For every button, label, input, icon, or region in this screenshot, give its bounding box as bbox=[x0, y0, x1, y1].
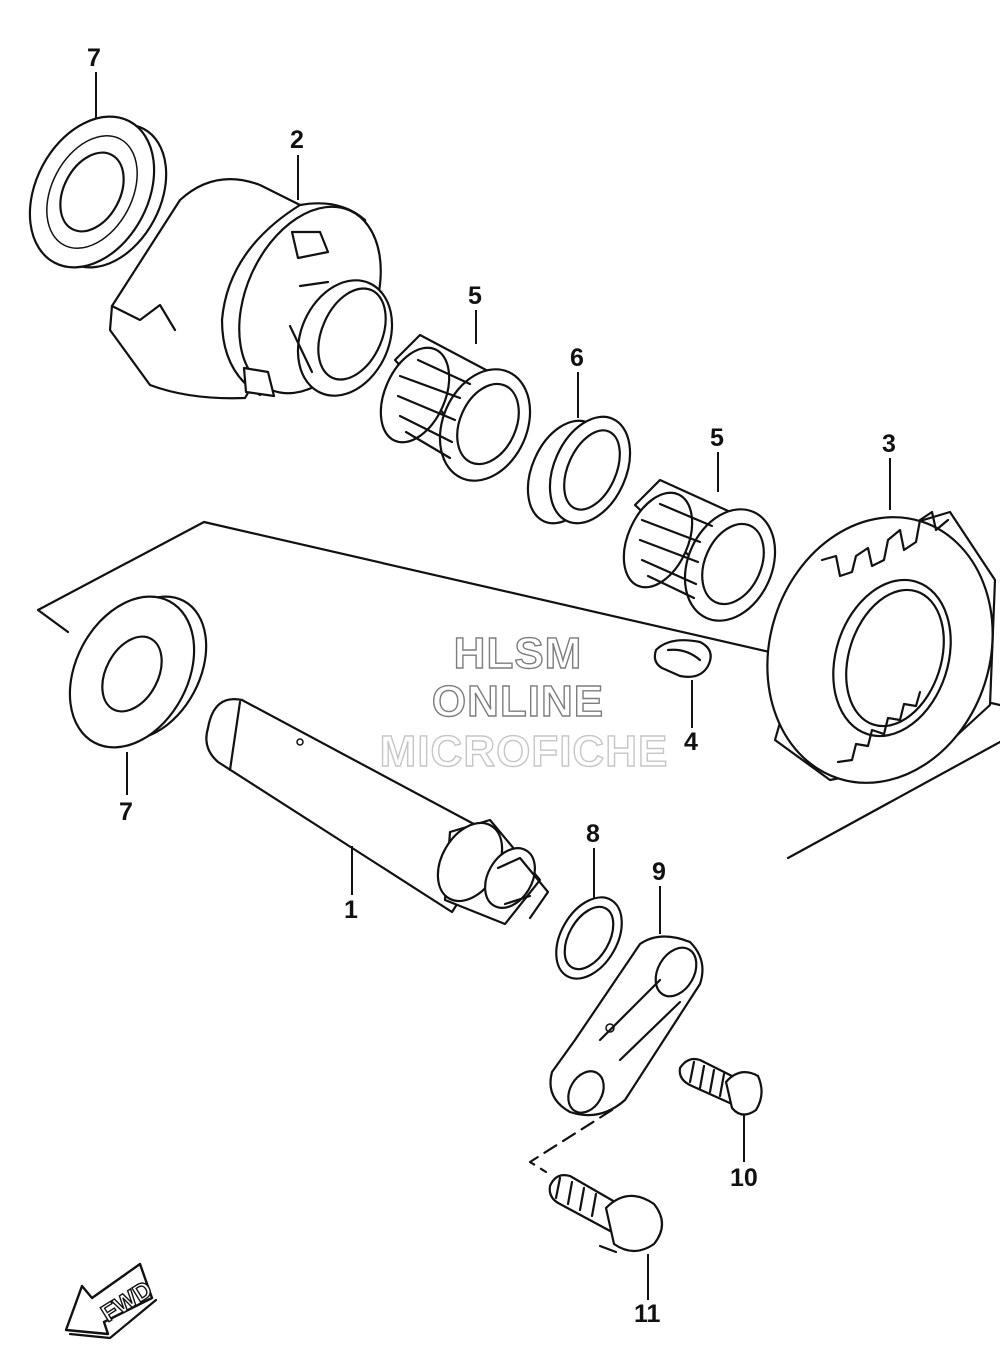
callout-7-lower: 7 bbox=[119, 798, 133, 826]
watermark-line-1: HLSM bbox=[454, 629, 583, 678]
callout-1: 1 bbox=[344, 896, 358, 924]
fwd-direction-badge: FWD bbox=[64, 1262, 158, 1340]
callout-8: 8 bbox=[586, 820, 600, 848]
watermark: HLSM ONLINE MICROFICHE bbox=[379, 628, 669, 776]
callout-7-top: 7 bbox=[87, 44, 101, 72]
callout-11: 11 bbox=[634, 1300, 661, 1328]
watermark-line-3: MICROFICHE bbox=[380, 727, 669, 776]
part-4-stopper[interactable] bbox=[653, 639, 712, 678]
callout-2: 2 bbox=[290, 126, 304, 154]
callout-6: 6 bbox=[570, 344, 584, 372]
part-2-kick-guide[interactable] bbox=[108, 178, 410, 415]
callout-4: 4 bbox=[684, 728, 698, 756]
part-9-kick-lever[interactable] bbox=[549, 935, 704, 1119]
part-5-needle-bearing-upper[interactable] bbox=[367, 333, 547, 495]
part-8-washer[interactable] bbox=[543, 886, 635, 990]
part-6-spacer-ring[interactable] bbox=[513, 404, 646, 536]
part-7-oil-seal-top[interactable] bbox=[5, 95, 190, 289]
part-11-flange-bolt[interactable] bbox=[548, 1174, 664, 1254]
callout-5-lower: 5 bbox=[710, 424, 724, 452]
callout-9: 9 bbox=[652, 858, 666, 886]
part-1-kick-shaft[interactable] bbox=[205, 698, 550, 926]
part-5-needle-bearing-lower[interactable] bbox=[610, 478, 792, 635]
fwd-arrow-icon bbox=[64, 1262, 154, 1336]
callout-3: 3 bbox=[882, 430, 896, 458]
callout-10: 10 bbox=[730, 1164, 758, 1192]
callout-leaders bbox=[95, 72, 891, 1300]
part-3-kick-gear[interactable] bbox=[734, 488, 1000, 813]
part-7-oil-seal-lower[interactable] bbox=[45, 575, 230, 769]
dashed-guide bbox=[528, 1108, 614, 1174]
watermark-line-2: ONLINE bbox=[432, 677, 604, 726]
part-10-bolt[interactable] bbox=[678, 1057, 763, 1116]
callout-labels: 7 2 5 6 5 3 4 7 1 8 9 10 11 bbox=[87, 44, 896, 1328]
callout-5-upper: 5 bbox=[468, 282, 482, 310]
